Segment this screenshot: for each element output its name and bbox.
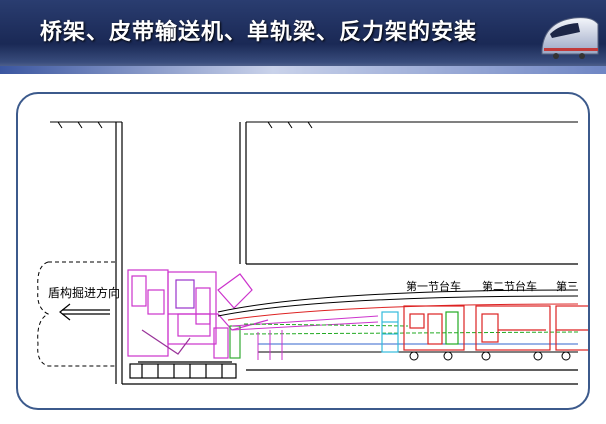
slide-header: 桥架、皮带输送机、单轨梁、反力架的安装 [0, 0, 606, 74]
direction-label: 盾构掘进方向 [48, 286, 121, 300]
tunneling-direction-arrow [59, 303, 110, 321]
diagram-frame: 盾构掘进方向 第一节台车 第二节台车 第三 [16, 92, 590, 410]
trailer-wheels [409, 351, 571, 361]
belt-conveyor-bridge [217, 289, 579, 360]
tunnel-outline-dashed [37, 261, 116, 367]
car-label-2: 第二节台车 [482, 280, 537, 293]
shaft-walls [115, 122, 578, 385]
header-underline [0, 66, 606, 74]
reaction-frame [381, 311, 399, 353]
shield-machine-assembly [127, 269, 269, 379]
slide-title: 桥架、皮带输送机、单轨梁、反力架的安装 [40, 20, 478, 45]
high-speed-train-icon [541, 17, 599, 59]
ground-surface-lines [50, 121, 578, 129]
car-label-1: 第一节台车 [406, 280, 461, 293]
backup-trailer-cars [403, 305, 588, 351]
tunnel-layout-drawing [37, 121, 588, 385]
car-label-3: 第三 [556, 280, 578, 293]
